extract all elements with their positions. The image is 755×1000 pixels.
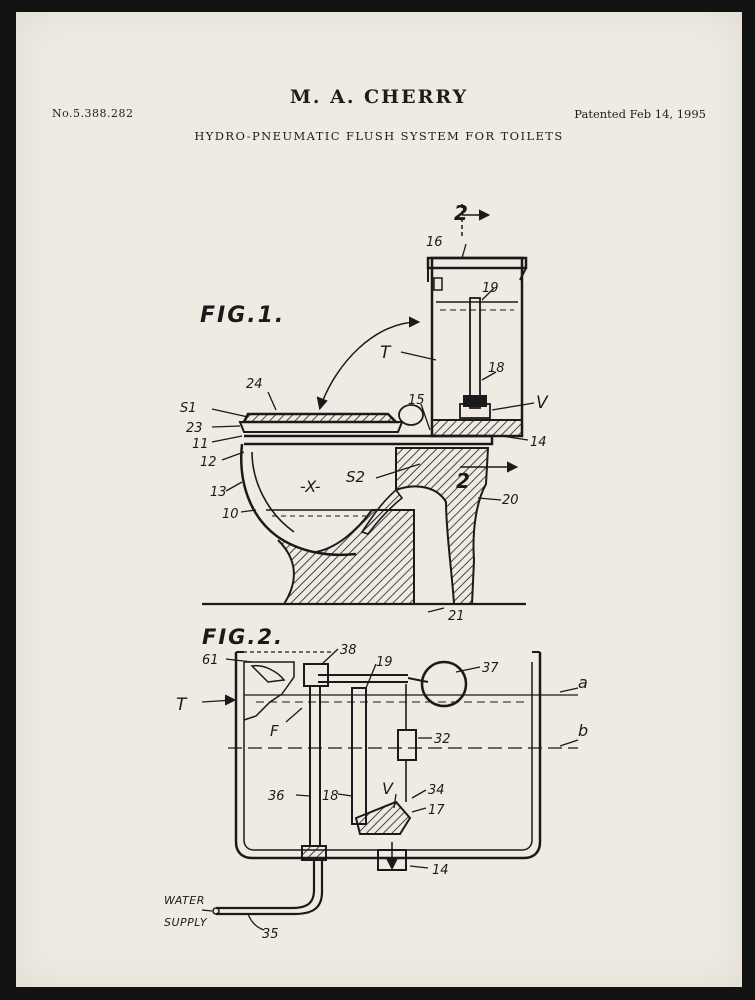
- water-label: WATER: [164, 894, 205, 907]
- figure-2: [201, 648, 579, 931]
- fig1-callout-S2: S2: [346, 468, 365, 486]
- fig1-callout-19: 19: [482, 281, 499, 296]
- fig2-callout-14: 14: [432, 863, 449, 878]
- fig1-callout-18: 18: [488, 361, 505, 376]
- poster-paper: M. A. CHERRY No.5.388.282 Patented Feb 1…: [16, 12, 742, 987]
- fig2-callout-V: V: [382, 779, 394, 798]
- fig1-callout-24: 24: [246, 377, 263, 392]
- fig1-callout-2-side: 2: [456, 469, 470, 493]
- fig2-callout-38: 38: [340, 643, 357, 658]
- fig2-callout-F: F: [270, 722, 279, 740]
- fig2-callout-35: 35: [262, 927, 279, 942]
- fig2-callout-61: 61: [202, 653, 219, 668]
- fig2-label: FIG.2.: [202, 625, 284, 649]
- fig2-callout-b: b: [578, 721, 588, 740]
- fig2-callout-T: T: [176, 695, 188, 715]
- fig2-callout-36: 36: [268, 789, 285, 804]
- fig1-callout-2-top: 2: [454, 201, 468, 225]
- figure-1-labels: FIG.1. 2 16 19 T 18 V 24 S1 23 11 12 13 …: [180, 201, 549, 624]
- fig1-callout-20: 20: [502, 493, 519, 508]
- fig1-callout-V: V: [536, 393, 549, 413]
- fig1-callout-15: 15: [408, 393, 425, 408]
- fig1-callout-21: 21: [448, 609, 465, 624]
- fig2-callout-37: 37: [482, 661, 499, 676]
- fig1-callout-X: -X-: [300, 477, 321, 496]
- patent-title: HYDRO-PNEUMATIC FLUSH SYSTEM FOR TOILETS: [194, 129, 564, 143]
- fig1-callout-S1: S1: [180, 401, 197, 416]
- inventor-name: M. A. CHERRY: [289, 86, 469, 108]
- fig1-callout-23: 23: [186, 421, 203, 436]
- fig2-callout-17: 17: [428, 803, 445, 818]
- figure-1: [202, 204, 535, 613]
- fig2-callout-32: 32: [434, 732, 451, 747]
- supply-label: SUPPLY: [164, 916, 208, 929]
- fig1-callout-16: 16: [426, 235, 443, 250]
- fig2-callout-34: 34: [428, 783, 445, 798]
- patent-date: Patented Feb 14, 1995: [574, 107, 706, 121]
- fig1-label: FIG.1.: [200, 303, 285, 328]
- fig2-callout-18: 18: [322, 789, 339, 804]
- fig1-callout-13: 13: [210, 485, 227, 500]
- patent-number: No.5.388.282: [52, 107, 134, 120]
- patent-drawing: FIG.1. 2 16 19 T 18 V 24 S1 23 11 12 13 …: [164, 201, 588, 942]
- fig2-callout-19: 19: [376, 655, 393, 670]
- fig1-callout-12: 12: [200, 455, 217, 470]
- fig1-callout-10: 10: [222, 507, 239, 522]
- fig1-callout-T: T: [380, 343, 392, 363]
- figure-2-labels: FIG.2. 61 38 19 37 a T F b 32 36 18 34 V…: [164, 625, 588, 942]
- fig1-callout-14: 14: [530, 435, 547, 450]
- fig1-callout-11: 11: [192, 437, 209, 452]
- fig2-callout-a: a: [578, 673, 588, 692]
